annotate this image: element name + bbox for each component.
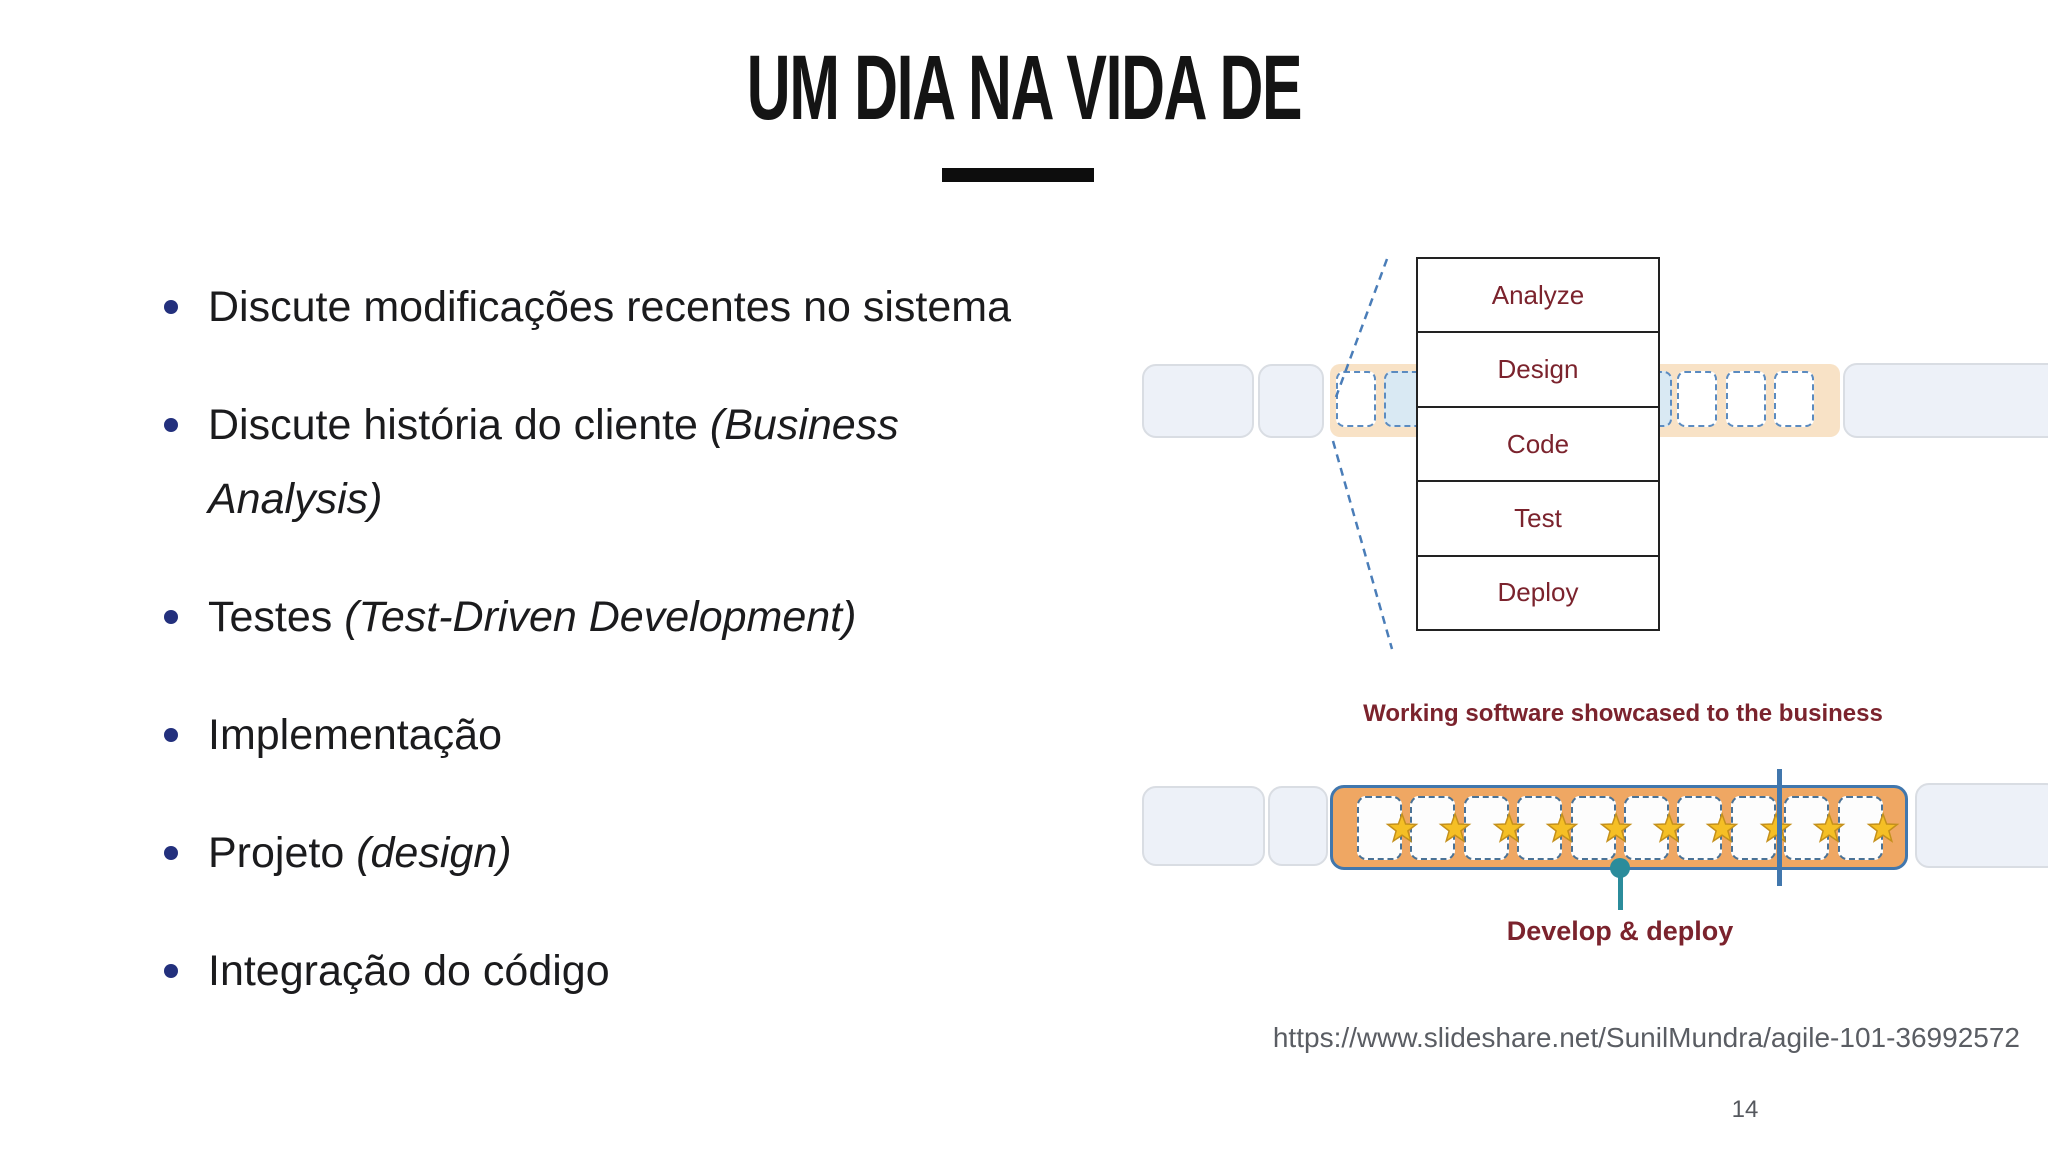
stage-cell-design: Design bbox=[1418, 333, 1658, 408]
star-icon bbox=[1812, 811, 1846, 843]
task-cell bbox=[1677, 371, 1717, 427]
magnifier-dashed-lines bbox=[1331, 258, 1394, 650]
stage-cell-code: Code bbox=[1418, 408, 1658, 483]
task-cell bbox=[1774, 371, 1814, 427]
story-cell bbox=[1730, 796, 1776, 860]
callout-pin-stem bbox=[1618, 866, 1623, 910]
bullet-text: Discute modificações recentes no sistema bbox=[208, 283, 1012, 331]
bullet-text: Implementação bbox=[208, 711, 502, 759]
star-icon bbox=[1652, 811, 1686, 843]
timeline-segment bbox=[1258, 364, 1324, 438]
stage-cell-analyze: Analyze bbox=[1418, 259, 1658, 334]
bullet-item: Testes (Test-Driven Development) bbox=[162, 580, 1122, 654]
caption-working-software: Working software showcased to the busine… bbox=[1363, 700, 1883, 727]
page-number: 14 bbox=[1731, 1096, 1759, 1123]
timeline-segment bbox=[1268, 786, 1328, 866]
timeline-segment bbox=[1142, 786, 1265, 866]
iteration-boundary-line bbox=[1777, 769, 1782, 886]
stage-cell-test: Test bbox=[1418, 482, 1658, 557]
bullet-item: Projeto (design) bbox=[162, 816, 1122, 890]
star-icon bbox=[1759, 811, 1793, 843]
title-underline-bar bbox=[942, 168, 1094, 182]
task-cell bbox=[1726, 371, 1766, 427]
star-icon bbox=[1705, 811, 1739, 843]
star-icon bbox=[1492, 811, 1526, 843]
callout-pin-icon bbox=[1610, 858, 1630, 878]
star-icon bbox=[1866, 811, 1899, 843]
bullet-text: Integração do código bbox=[208, 947, 610, 995]
stage-cell-deploy: Deploy bbox=[1497, 577, 1579, 608]
timeline-segment bbox=[1843, 363, 2048, 438]
iteration-bar bbox=[1330, 785, 1908, 870]
source-url-link[interactable]: https://www.slideshare.net/SunilMundra/a… bbox=[1272, 1022, 2020, 1053]
timeline-segment bbox=[1915, 783, 2048, 868]
bullet-dot-icon bbox=[164, 964, 178, 978]
bullet-dot-icon bbox=[164, 418, 178, 432]
bullet-dot-icon bbox=[164, 300, 178, 314]
star-icon bbox=[1385, 811, 1419, 843]
caption-develop-deploy: Develop & deploy bbox=[1506, 916, 1734, 946]
bullet-text: Projeto (design) bbox=[208, 829, 512, 877]
star-icon bbox=[1438, 811, 1472, 843]
bullet-item: Discute modificações recentes no sistema bbox=[162, 270, 1122, 344]
star-icon bbox=[1599, 811, 1632, 843]
bullet-dot-icon bbox=[164, 610, 178, 624]
timeline-segment bbox=[1142, 364, 1254, 438]
bullet-text: Testes (Test-Driven Development) bbox=[208, 593, 857, 641]
bullet-item: Integração do código bbox=[162, 934, 1122, 1008]
star-icon bbox=[1545, 811, 1579, 843]
bullet-dot-icon bbox=[164, 846, 178, 860]
slide-title: UM DIA NA VIDA DE bbox=[746, 37, 1303, 139]
bullet-item: Implementação bbox=[162, 698, 1122, 772]
bullet-dot-icon bbox=[164, 728, 178, 742]
bullet-list: Discute modificações recentes no sistema… bbox=[162, 270, 1122, 1052]
